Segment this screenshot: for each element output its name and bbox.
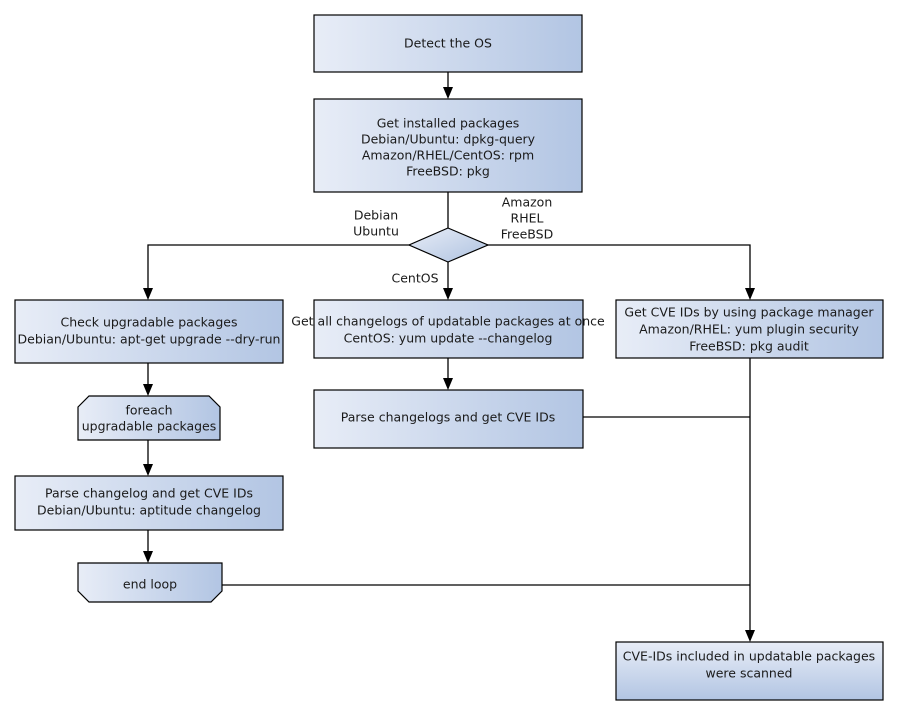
node-parse-changelog-get-cve-ids-shape xyxy=(14,475,284,531)
node-os-decision-shape xyxy=(407,227,490,263)
edge-label-debian: Debian xyxy=(354,208,398,223)
node-get-cve-ids-line-0: Get CVE IDs by using package manager xyxy=(624,305,874,320)
edge-label-branch-amazon-rhel-freebsd: Amazon RHEL FreeBSD xyxy=(501,195,553,242)
node-parse-changelog-line-0: Parse changelog and get CVE IDs xyxy=(45,486,253,501)
arrowhead-detect-to-installed xyxy=(443,87,453,99)
node-check-upgradable-packages-shape xyxy=(14,299,284,364)
node-check-upgradable-packages-line-0: Check upgradable packages xyxy=(61,315,238,330)
node-detect-os[interactable]: Detect the OS xyxy=(313,14,583,73)
node-end-loop-label: end loop xyxy=(123,577,177,592)
edge-label-amazon: Amazon xyxy=(502,195,553,210)
node-foreach-line-0: foreach xyxy=(125,403,172,418)
node-scan-complete-line-0: CVE-IDs included in updatable packages xyxy=(623,649,875,664)
edge-label-ubuntu: Ubuntu xyxy=(353,224,399,239)
node-foreach-line-1: upgradable packages xyxy=(82,419,217,434)
node-detect-os-line-0: Detect the OS xyxy=(404,36,492,51)
edge-label-branch-debian-ubuntu: Debian Ubuntu xyxy=(353,208,399,239)
arrowhead-all-changelogs-to-parse xyxy=(443,378,453,390)
node-foreach-upgradable-packages[interactable]: foreach upgradable packages xyxy=(77,395,221,441)
edge-decision-to-check-upgradable xyxy=(147,244,412,291)
node-parse-changelogs-get-cve-ids[interactable]: Parse changelogs and get CVE IDs xyxy=(313,389,584,449)
node-parse-changelogs-label: Parse changelogs and get CVE IDs xyxy=(341,410,555,425)
arrowhead-trunk-to-scan-complete xyxy=(745,630,755,642)
edge-label-freebsd: FreeBSD xyxy=(501,227,553,242)
node-check-upgradable-packages[interactable]: Check upgradable packages Debian/Ubuntu:… xyxy=(14,299,284,364)
node-scan-complete[interactable]: CVE-IDs included in updatable packages w… xyxy=(615,641,884,701)
node-get-installed-packages-line-2: Amazon/RHEL/CentOS: rpm xyxy=(362,148,534,163)
node-parse-changelogs-get-cve-ids-shape xyxy=(313,389,584,449)
node-os-decision[interactable] xyxy=(407,227,490,263)
edge-label-centos: CentOS xyxy=(391,271,438,286)
node-get-all-changelogs[interactable]: Get all changelogs of updatable packages… xyxy=(291,299,605,359)
node-get-cve-ids-package-manager[interactable]: Get CVE IDs by using package manager Ama… xyxy=(615,299,884,359)
connectors xyxy=(143,72,755,642)
node-end-loop-shape xyxy=(77,562,223,603)
edge-label-branch-centos: CentOS xyxy=(391,271,438,286)
edge-decision-to-cve-package-manager xyxy=(487,244,751,291)
node-get-cve-ids-line-1: Amazon/RHEL: yum plugin security xyxy=(639,322,859,337)
arrowhead-decision-to-all-changelogs xyxy=(443,288,453,300)
node-get-installed-packages-line-3: FreeBSD: pkg xyxy=(406,164,490,179)
node-foreach-upgradable-packages-shape xyxy=(77,395,221,441)
node-get-all-changelogs-shape xyxy=(313,299,584,359)
node-scan-complete-line-1: were scanned xyxy=(706,666,793,681)
node-end-loop[interactable]: end loop xyxy=(77,562,223,603)
node-check-upgradable-packages-line-1: Debian/Ubuntu: apt-get upgrade --dry-run xyxy=(18,332,281,347)
arrowhead-parse-changelog-to-end-loop xyxy=(143,551,153,563)
node-get-cve-ids-line-2: FreeBSD: pkg audit xyxy=(689,339,809,354)
node-detect-os-shape xyxy=(313,14,583,73)
node-get-all-changelogs-line-0: Get all changelogs of updatable packages… xyxy=(291,314,605,329)
node-get-installed-packages-line-1: Debian/Ubuntu: dpkg-query xyxy=(361,132,536,147)
arrowhead-decision-to-check-upgradable xyxy=(143,288,153,300)
node-parse-changelog-line-1: Debian/Ubuntu: aptitude changelog xyxy=(37,503,261,518)
arrowhead-foreach-to-parse-changelog xyxy=(143,464,153,476)
arrowhead-decision-to-cve-package-manager xyxy=(745,288,755,300)
arrowhead-check-to-foreach xyxy=(143,384,153,396)
node-get-installed-packages-line-0: Get installed packages xyxy=(377,116,520,131)
node-get-cve-ids-package-manager-shape xyxy=(615,299,884,359)
node-get-all-changelogs-line-1: CentOS: yum update --changelog xyxy=(344,331,553,346)
node-get-installed-packages-shape xyxy=(313,98,583,193)
node-parse-changelog-get-cve-ids[interactable]: Parse changelog and get CVE IDs Debian/U… xyxy=(14,475,284,531)
edge-label-rhel: RHEL xyxy=(511,211,544,226)
node-get-installed-packages[interactable]: Get installed packages Debian/Ubuntu: dp… xyxy=(313,98,583,193)
node-scan-complete-shape xyxy=(615,641,884,701)
